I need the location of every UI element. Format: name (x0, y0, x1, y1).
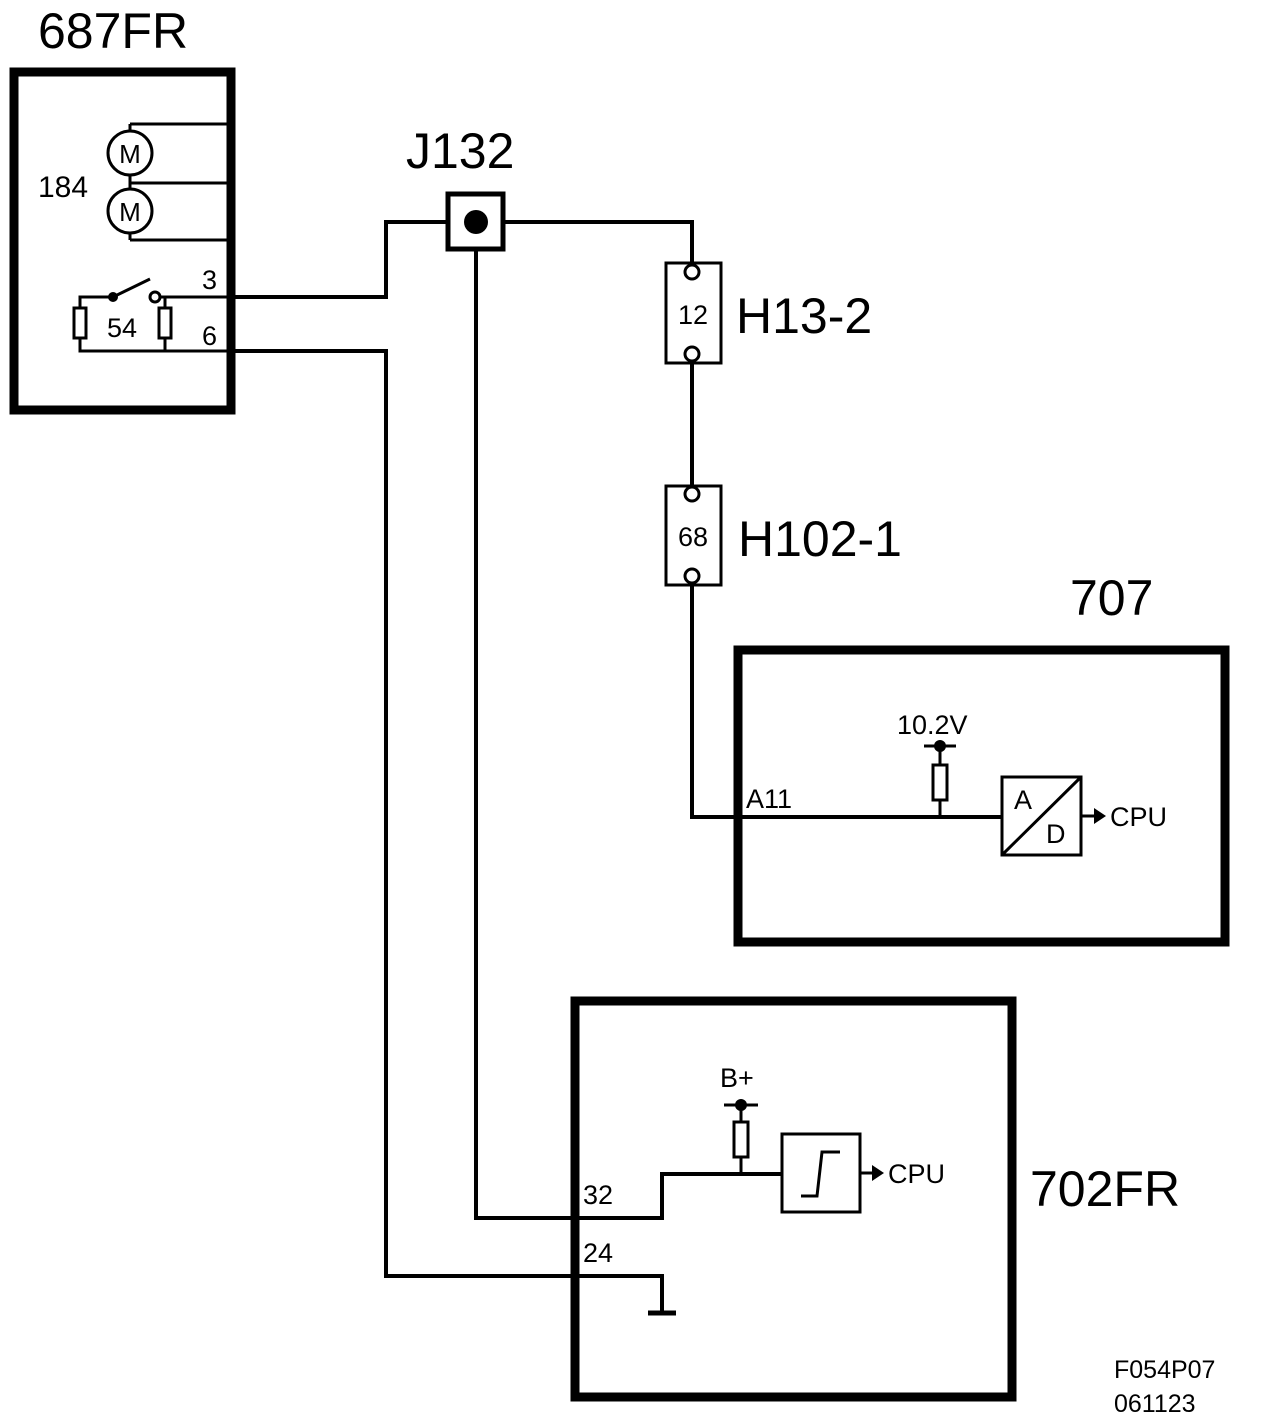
adc-converter: A D (1000, 775, 1083, 857)
resistor-right-icon (157, 306, 173, 340)
module-702-box (570, 996, 1017, 1402)
module-707-label: 707 (1070, 570, 1153, 626)
wire-pin6-to-702-pin24 (228, 349, 664, 1313)
junction-j132: J132 (406, 123, 514, 252)
connector-h13-label: H13-2 (736, 288, 872, 344)
adc-diagonal-icon (1000, 775, 1083, 857)
resistor-left-icon (72, 306, 88, 340)
fan-motor-1: M (106, 129, 154, 177)
connector-h13-top-icon (683, 263, 701, 281)
figure-code: F054P07 (1114, 1356, 1215, 1384)
connector-h102-pin: 68 (678, 522, 708, 552)
switch-resistor-network: 54 (72, 277, 228, 353)
switch-contact-icon (148, 290, 162, 304)
module-702fr: 702FR 32 24 B+ CPU (570, 996, 1180, 1402)
module-707: 707 A11 10.2V A D CPU (733, 570, 1230, 947)
module-707-box (733, 645, 1230, 947)
schmitt-trigger (780, 1132, 862, 1214)
connector-h102-top-icon (683, 485, 701, 503)
module-707-supply: 10.2V (897, 710, 968, 740)
switch-blade-icon (112, 277, 151, 299)
module-707-pin: A11 (746, 784, 792, 814)
motor-2-symbol: M (119, 197, 141, 227)
adc-a-label: A (1014, 785, 1032, 815)
bplus-resistor-icon (732, 1120, 750, 1159)
schmitt-step-icon (801, 1150, 840, 1198)
fan-module-687fr: 687FR M M 184 (9, 3, 236, 415)
module-702-pin-32: 32 (583, 1180, 613, 1210)
date-code: 061123 (1114, 1390, 1196, 1418)
fan-pin-6-label: 6 (202, 321, 217, 351)
junction-node-icon (464, 210, 488, 234)
module-702-supply: B+ (720, 1063, 754, 1093)
switch-ref-label: 54 (107, 313, 137, 343)
junction-label: J132 (406, 123, 514, 179)
motor-1-icon (106, 129, 154, 177)
connector-h102-label: H102-1 (738, 511, 902, 567)
motor-1-symbol: M (119, 139, 141, 169)
module-702-label: 702FR (1030, 1161, 1180, 1217)
wiring-harness (228, 220, 1002, 1316)
connector-h13-2: 12 H13-2 (664, 261, 872, 365)
connector-h13-bottom-icon (683, 345, 701, 363)
module-702-output: CPU (888, 1159, 945, 1189)
fan-pin-3-label: 3 (202, 265, 217, 295)
motor-group-label: 184 (38, 171, 88, 204)
wire-h102-to-707 (690, 585, 1002, 819)
fan-motor-2: M (106, 187, 154, 235)
pullup-resistor-icon (931, 763, 949, 802)
connector-h102-bottom-icon (683, 567, 701, 585)
fan-motor-wiring (128, 122, 230, 295)
adc-d-label: D (1046, 819, 1066, 849)
cpu-arrow-707-icon (1094, 808, 1106, 824)
cpu-arrow-702-icon (872, 1165, 884, 1181)
module-707-output: CPU (1110, 802, 1167, 832)
wire-pin3-to-junction (228, 220, 448, 299)
wire-junction-to-702-pin32 (474, 222, 782, 1220)
module-702-pin-24: 24 (583, 1238, 613, 1268)
motor-2-icon (106, 187, 154, 235)
fan-module-label: 687FR (38, 3, 188, 59)
wire-junction-to-h13 (502, 220, 694, 263)
connector-h13-pin: 12 (678, 300, 708, 330)
fan-module-box (9, 67, 236, 415)
connector-h102-1: 68 H102-1 (664, 484, 902, 587)
